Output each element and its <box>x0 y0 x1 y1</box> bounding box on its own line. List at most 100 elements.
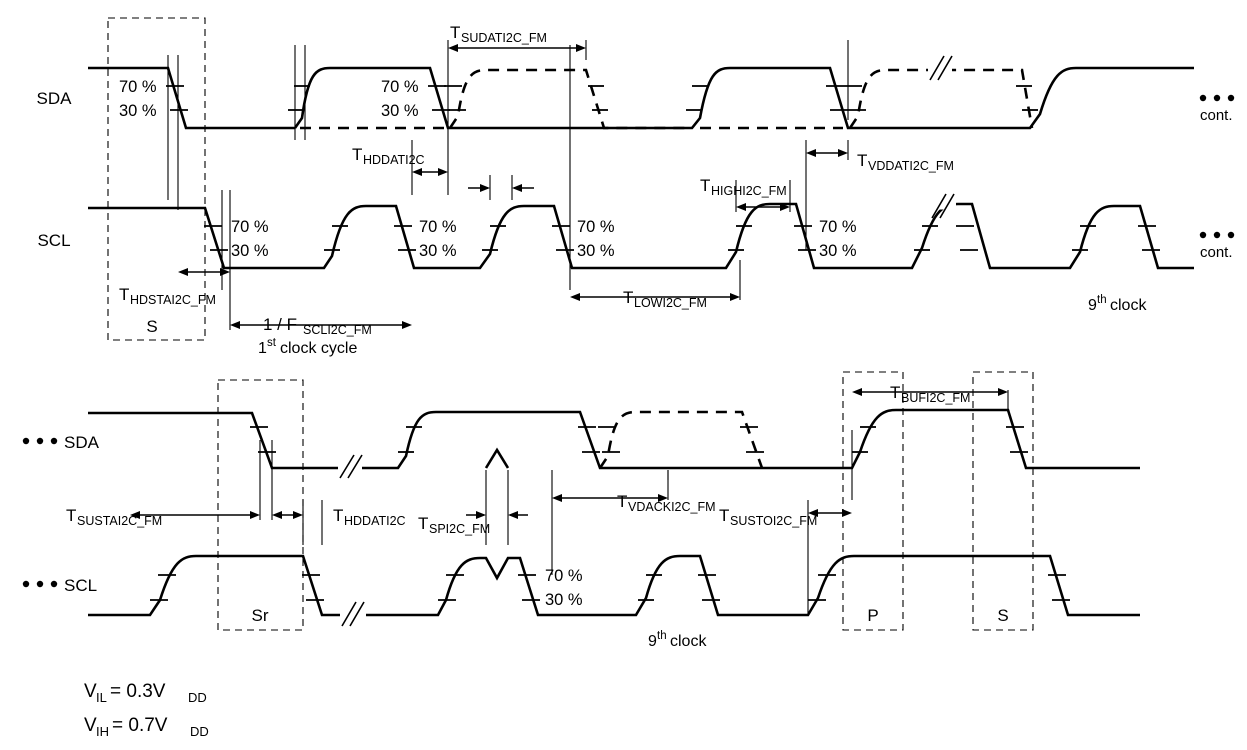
t-vddat-label-sub: VDDATI2C_FM <box>868 159 954 173</box>
t-susta-dimension: T SUSTAI2C_FM <box>66 506 260 528</box>
voltage-legend: V IL = 0.3V DD V IH = 0.7V DD <box>84 681 209 739</box>
reference-lines-bottom <box>259 390 1009 615</box>
t-vdack-label-base: T <box>617 492 627 511</box>
top-diagram-group: 70 % 30 % 70 % 30 % <box>37 17 1235 357</box>
scl-c2-70-label: 70 % <box>419 218 457 236</box>
break-mark-sda-top <box>928 55 953 81</box>
t-hddat2-label-sub: HDDATI2C <box>344 514 406 528</box>
start-box-2-label: S <box>997 606 1008 625</box>
ninth-clock-prefix-top: 9 <box>1088 297 1097 314</box>
t-vddat-label-base: T <box>857 151 867 170</box>
t-hdsta-dimension: T HDSTAI2C_FM <box>119 268 230 307</box>
cont-dot-4 <box>1199 231 1207 239</box>
sda-label-top: SDA <box>37 89 73 108</box>
cont-dot-1 <box>1199 94 1207 102</box>
t-sudat-label-sub: SUDATI2C_FM <box>461 31 547 45</box>
t-fscl-label-base: 1 / F <box>263 315 297 334</box>
sda-label-group-bottom: SDA <box>22 433 100 452</box>
cont-label-scl-top: cont. <box>1200 244 1233 261</box>
sda-bit1-70-label: 70 % <box>381 78 419 96</box>
sda-edge-ticks-bottom <box>250 426 1028 453</box>
vih-base: V <box>84 715 97 736</box>
vil-sub2: DD <box>188 690 207 705</box>
scl-c2-ticks <box>394 225 416 251</box>
stop-box-label: P <box>867 606 878 625</box>
vih-eq: = 0.7V <box>112 715 168 736</box>
vil-base: V <box>84 681 97 702</box>
ninth-clock-suffix-top: clock <box>1110 297 1147 314</box>
t-hdsta-label-sub: HDSTAI2C_FM <box>130 293 216 307</box>
sda-top-30-label: 30 % <box>119 102 157 120</box>
scl-c1-70-label: 70 % <box>231 218 269 236</box>
break-mark-scl-bottom <box>340 601 366 627</box>
stop-condition-box <box>842 371 904 631</box>
ninth-clock-note-top: 9 th clock <box>1088 294 1147 314</box>
scl-c2-30-label: 30 % <box>419 242 457 260</box>
t-sp-label-sub: SPI2C_FM <box>429 522 490 536</box>
t-high-dimension: T HIGHI2C_FM <box>700 176 790 211</box>
vil-sub: IL <box>96 690 107 705</box>
break-mark-scl-top <box>930 193 956 219</box>
t-hdsta-label-base: T <box>119 285 129 304</box>
t-hddat-label-sub: HDDATI2C <box>363 153 425 167</box>
restart-box-label: Sr <box>252 606 269 625</box>
scl-c3-70-label: 70 % <box>577 218 615 236</box>
scl-c1-30-label: 30 % <box>231 242 269 260</box>
sda-lead-dot-1 <box>22 437 30 445</box>
t-vdack-label-sub: VDACKI2C_FM <box>628 500 716 514</box>
t-low-dimension: T LOWI2C_FM <box>570 288 740 310</box>
start-condition-box-2 <box>972 371 1034 631</box>
t-low-label-base: T <box>623 288 633 307</box>
sda-lead-dot-2 <box>36 437 44 445</box>
t-vddat-dimension: T VDDATI2C_FM <box>806 149 954 173</box>
t-fscl-label-sub: SCLI2C_FM <box>303 323 372 337</box>
sda-spike-bottom <box>484 447 510 469</box>
scl-c1-ticks <box>204 225 228 251</box>
sda-label-bottom: SDA <box>64 433 100 452</box>
sda-bit1-30-label: 30 % <box>381 102 419 120</box>
small-dimension-top <box>468 184 534 192</box>
t-susto-label-sub: SUSTOI2C_FM <box>730 514 817 528</box>
ninth-clock-suffix-bottom: clock <box>670 633 707 650</box>
scl-label-bottom: SCL <box>64 576 97 595</box>
cont-dot-5 <box>1213 231 1221 239</box>
first-clock-cycle-note: 1 st clock cycle <box>258 337 357 357</box>
first-clock-prefix: 1 <box>258 340 267 357</box>
vih-sub2: DD <box>190 724 209 739</box>
break-mark-sda-bottom <box>338 454 363 479</box>
ninth-clock-sup-bottom: th <box>657 630 667 642</box>
first-clock-suffix: clock cycle <box>280 340 357 357</box>
scl-ack-30-label: 30 % <box>545 591 583 609</box>
scl-c4-30-label: 30 % <box>819 242 857 260</box>
start-box-label: S <box>146 317 157 336</box>
sda-bit1-level-ticks <box>428 85 450 111</box>
scl-lead-dot-3 <box>50 580 58 588</box>
continuation-scl-top: cont. <box>1199 231 1235 261</box>
t-buf-label-sub: BUFI2C_FM <box>901 391 970 405</box>
bottom-diagram-group: 70 % 30 % SDA SCL <box>22 371 1140 650</box>
sda-edge-ticks-top <box>288 85 1038 111</box>
scl-c3-30-label: 30 % <box>577 242 615 260</box>
t-susto-label-base: T <box>719 506 729 525</box>
t-sudat-dimension: T SUDATI2C_FM <box>448 23 586 52</box>
ninth-clock-sup-top: th <box>1097 294 1107 306</box>
scl-c3-ticks <box>552 225 574 251</box>
sda-waveform-bottom <box>88 408 1140 470</box>
t-fscl-dimension: 1 / F SCLI2C_FM <box>230 315 412 337</box>
scl-c4-70-label: 70 % <box>819 218 857 236</box>
scl-waveform-bottom <box>88 554 1140 617</box>
scl-ack-ticks-bottom <box>518 574 540 601</box>
cont-dot-6 <box>1227 231 1235 239</box>
t-hddat-dimension: T HDDATI2C <box>352 145 448 176</box>
cont-label-sda-top: cont. <box>1200 107 1233 124</box>
scl-edge-ticks-top <box>324 225 1160 251</box>
scl-lead-dot-2 <box>36 580 44 588</box>
sda-dashed-ack-bottom <box>598 410 764 469</box>
scl-waveform-top <box>88 202 1194 270</box>
sda-lead-dot-3 <box>50 437 58 445</box>
t-hddat2-label-base: T <box>333 506 343 525</box>
scl-label-top: SCL <box>37 231 70 250</box>
t-buf-dimension: T BUFI2C_FM <box>852 383 1008 405</box>
